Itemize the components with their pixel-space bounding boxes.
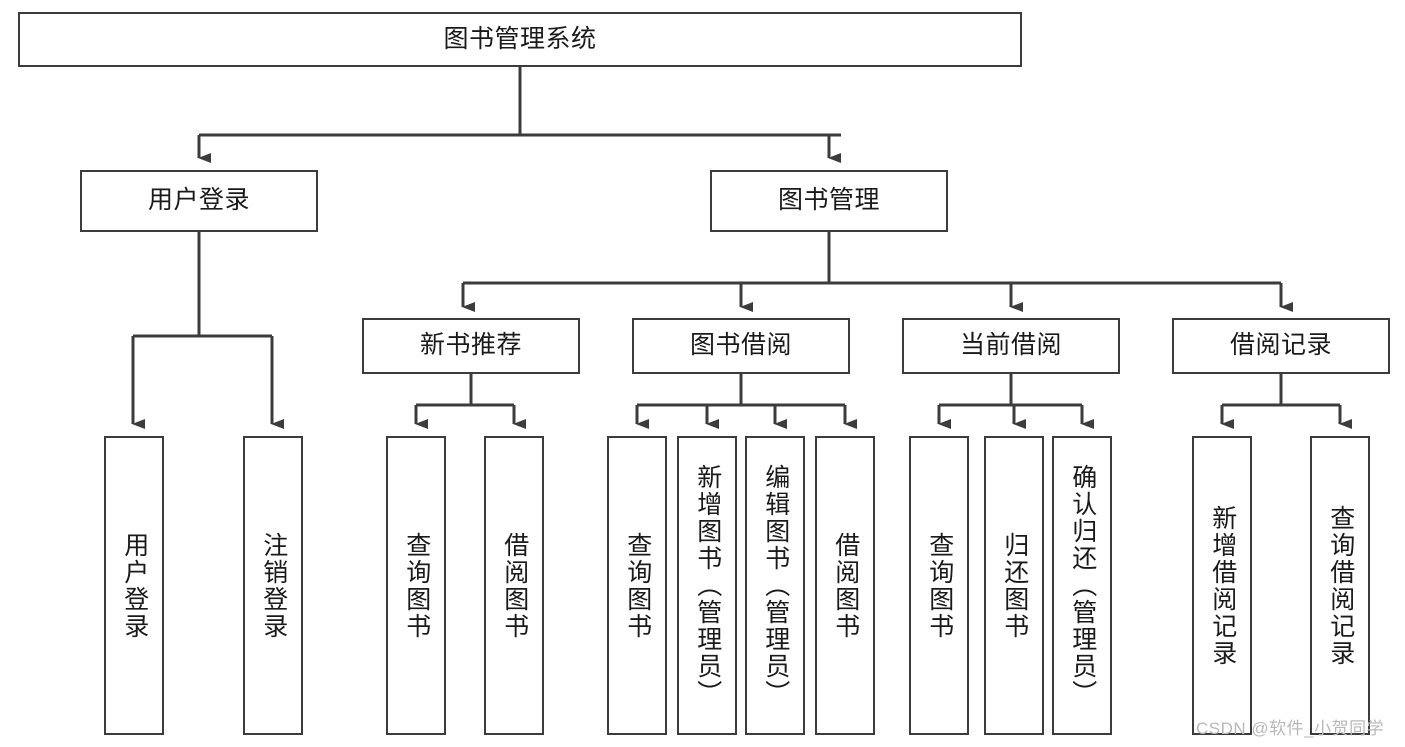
node-book-borrow[interactable]: 图书借阅 — [632, 318, 850, 374]
node-leaf-borrow-book-1-label: 借阅图书 — [500, 531, 529, 640]
node-leaf-edit-book[interactable]: 编辑图书（管理员） — [745, 436, 805, 735]
watermark-text: CSDN @软件_小贺同学 — [1196, 719, 1385, 738]
node-leaf-confirm-return[interactable]: 确认归还（管理员） — [1052, 436, 1112, 735]
node-leaf-user-login[interactable]: 用户登录 — [104, 436, 164, 735]
node-leaf-add-book-label: 新增图书（管理员） — [693, 464, 722, 707]
node-new-book-recommend[interactable]: 新书推荐 — [362, 318, 580, 374]
node-leaf-query-borrow-record[interactable]: 查询借阅记录 — [1310, 436, 1370, 735]
node-leaf-confirm-return-label: 确认归还（管理员） — [1068, 464, 1097, 707]
node-leaf-return-book[interactable]: 归还图书 — [984, 436, 1044, 735]
node-leaf-edit-book-label: 编辑图书（管理员） — [761, 464, 790, 707]
node-leaf-query-book-2-label: 查询图书 — [623, 531, 652, 640]
node-leaf-query-book-2[interactable]: 查询图书 — [607, 436, 667, 735]
node-leaf-query-book-3[interactable]: 查询图书 — [909, 436, 969, 735]
node-book-borrow-label: 图书借阅 — [689, 331, 792, 360]
node-borrow-record-label: 借阅记录 — [1229, 331, 1332, 360]
node-leaf-query-book-1-label: 查询图书 — [402, 531, 431, 640]
node-leaf-return-book-label: 归还图书 — [1000, 531, 1029, 640]
node-leaf-borrow-book-2[interactable]: 借阅图书 — [815, 436, 875, 735]
node-root-label: 图书管理系统 — [443, 24, 597, 53]
node-leaf-borrow-book-1[interactable]: 借阅图书 — [484, 436, 544, 735]
node-new-book-recommend-label: 新书推荐 — [419, 331, 522, 360]
node-leaf-user-login-label: 用户登录 — [120, 531, 149, 640]
node-user-login[interactable]: 用户登录 — [80, 170, 318, 232]
node-leaf-query-borrow-record-label: 查询借阅记录 — [1326, 504, 1355, 667]
node-current-borrow[interactable]: 当前借阅 — [902, 318, 1120, 374]
node-leaf-user-logout[interactable]: 注销登录 — [243, 436, 303, 735]
node-leaf-add-book[interactable]: 新增图书（管理员） — [677, 436, 737, 735]
node-leaf-query-book-3-label: 查询图书 — [925, 531, 954, 640]
node-leaf-user-logout-label: 注销登录 — [259, 531, 288, 640]
node-borrow-record[interactable]: 借阅记录 — [1172, 318, 1390, 374]
node-leaf-add-borrow-record[interactable]: 新增借阅记录 — [1192, 436, 1252, 735]
node-root[interactable]: 图书管理系统 — [18, 12, 1022, 67]
node-book-manage-label: 图书管理 — [777, 186, 880, 215]
node-leaf-add-borrow-record-label: 新增借阅记录 — [1208, 504, 1237, 667]
node-book-manage[interactable]: 图书管理 — [710, 170, 948, 232]
node-leaf-query-book-1[interactable]: 查询图书 — [386, 436, 446, 735]
node-current-borrow-label: 当前借阅 — [959, 331, 1062, 360]
node-leaf-borrow-book-2-label: 借阅图书 — [831, 531, 860, 640]
node-user-login-label: 用户登录 — [147, 186, 250, 215]
